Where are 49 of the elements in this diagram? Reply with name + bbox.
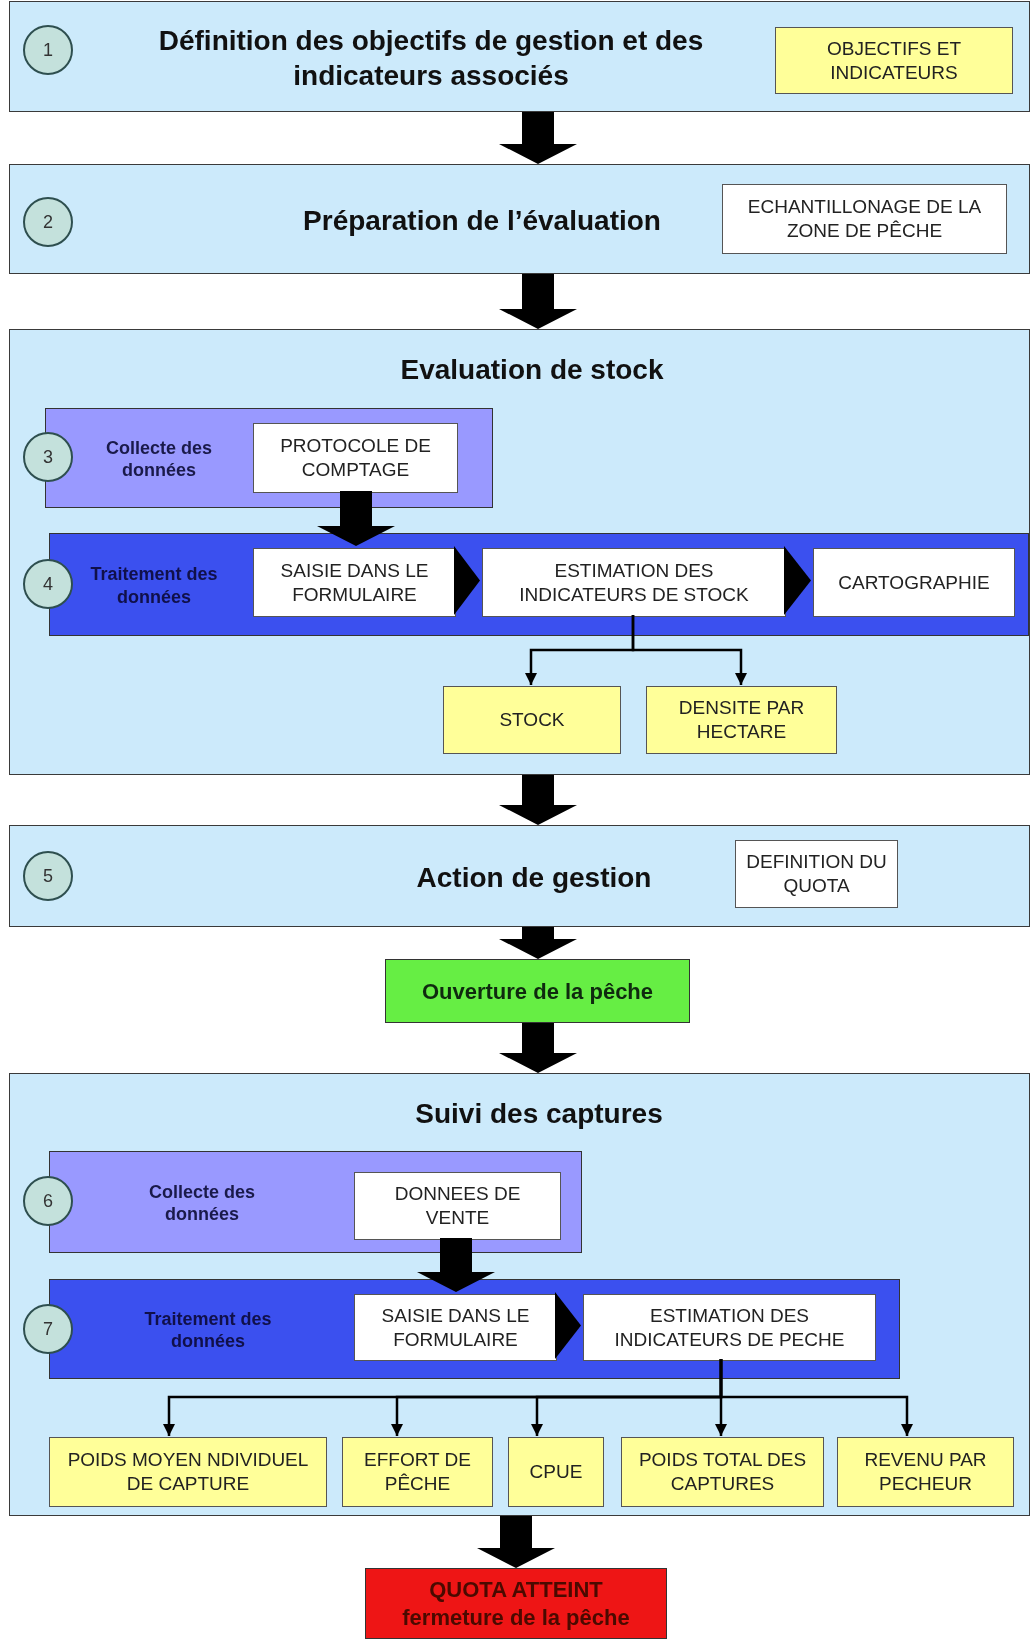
panel-label: Collecte des données bbox=[147, 1180, 256, 1226]
task-box: SAISIE DANS LE FORMULAIRE bbox=[354, 1294, 557, 1361]
indicator-box: STOCK bbox=[443, 686, 621, 754]
block-arrow bbox=[499, 1023, 577, 1073]
panel-label: Traitement des données bbox=[143, 1307, 273, 1353]
connector-arrow bbox=[719, 1359, 914, 1436]
indicator-box: DENSITE PAR HECTARE bbox=[646, 686, 837, 754]
task-box: SAISIE DANS LE FORMULAIRE bbox=[253, 548, 456, 617]
indicator-box: EFFORT DE PÊCHE bbox=[342, 1437, 493, 1507]
task-box: CARTOGRAPHIE bbox=[813, 548, 1015, 617]
task-box: ESTIMATION DES INDICATEURS DE STOCK bbox=[482, 548, 786, 617]
milestone-box: Ouverture de la pêche bbox=[385, 959, 690, 1023]
step-band bbox=[9, 825, 1030, 927]
band-title: Evaluation de stock bbox=[400, 352, 664, 387]
step-band bbox=[9, 1073, 1030, 1516]
block-arrow bbox=[477, 1516, 555, 1568]
indicator-box: OBJECTIFS ET INDICATEURS bbox=[775, 27, 1013, 94]
box-text: fermeture de la pêche bbox=[402, 1603, 630, 1631]
subprocess-panel bbox=[45, 408, 493, 508]
band-title: Action de gestion bbox=[416, 860, 652, 895]
indicator-box: REVENU PAR PECHEUR bbox=[837, 1437, 1014, 1507]
band-title: Suivi des captures bbox=[415, 1096, 663, 1131]
end-box bbox=[365, 1568, 667, 1639]
band-title: Préparation de l’évaluation bbox=[303, 203, 661, 238]
block-arrow bbox=[317, 491, 395, 546]
task-box: PROTOCOLE DE COMPTAGE bbox=[253, 423, 458, 493]
block-arrow bbox=[499, 927, 577, 959]
panel-label: Collecte des données bbox=[104, 436, 213, 482]
task-box: DONNEES DE VENTE bbox=[354, 1172, 561, 1240]
indicator-box: CPUE bbox=[508, 1437, 604, 1507]
indicator-box: POIDS MOYEN NDIVIDUEL DE CAPTURE bbox=[49, 1437, 327, 1507]
block-arrow bbox=[499, 274, 577, 329]
block-arrow bbox=[499, 775, 577, 825]
block-arrow bbox=[417, 1238, 495, 1292]
step-band bbox=[9, 1, 1030, 112]
chevron-arrow bbox=[555, 1292, 581, 1359]
chevron-arrow bbox=[784, 546, 811, 615]
step-band bbox=[9, 329, 1030, 775]
connector-arrow bbox=[631, 615, 748, 685]
box-text: QUOTA ATTEINT bbox=[429, 1576, 603, 1604]
step-band bbox=[9, 164, 1030, 274]
chevron-arrow bbox=[454, 546, 480, 615]
band-title: Définition des objectifs de gestion et des indicateurs associés bbox=[157, 23, 705, 93]
task-box: ESTIMATION DES INDICATEURS DE PECHE bbox=[583, 1294, 876, 1361]
panel-label: Traitement des données bbox=[89, 563, 219, 608]
task-box: DEFINITION DU QUOTA bbox=[735, 840, 898, 908]
block-arrow bbox=[499, 112, 577, 164]
indicator-box: POIDS TOTAL DES CAPTURES bbox=[621, 1437, 824, 1507]
task-box: ECHANTILLONAGE DE LA ZONE DE PÊCHE bbox=[722, 184, 1007, 254]
